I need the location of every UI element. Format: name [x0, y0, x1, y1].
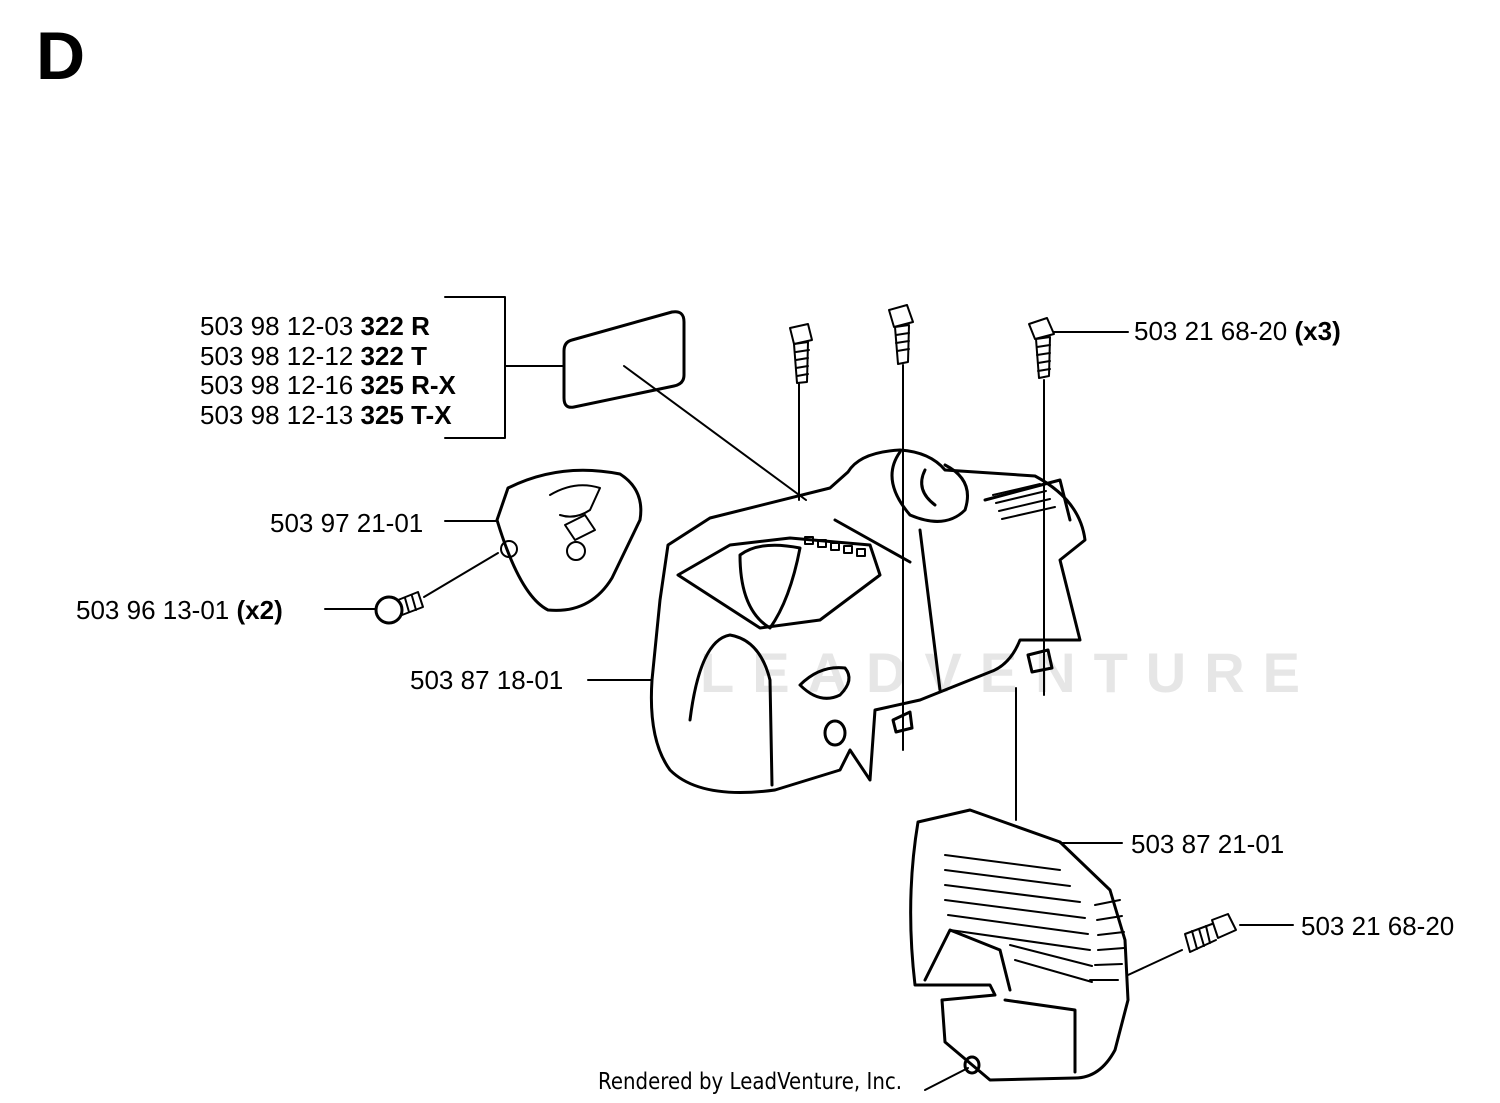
engine-cover-label: 503 87 18-01 — [410, 665, 564, 695]
screw-right[interactable] — [1184, 913, 1237, 953]
engine-cover[interactable] — [649, 448, 1087, 794]
section-letter: D — [36, 18, 86, 94]
fuel-cover[interactable] — [495, 468, 643, 612]
engine-cover-vents — [804, 483, 1056, 557]
screw-right-label: 503 21 68-20 — [1301, 911, 1455, 941]
decal-plate[interactable] — [562, 310, 686, 409]
decal-label-2: 503 98 12-12 322 T — [200, 341, 427, 371]
screw-1[interactable] — [789, 323, 813, 384]
screw-right-leader — [1127, 949, 1183, 976]
cylinder-cover-fins — [944, 854, 1125, 983]
small-screw-leader — [423, 552, 499, 598]
small-screw[interactable] — [374, 591, 424, 625]
screw-top-label: 503 21 68-20 (x3) — [1134, 316, 1341, 346]
decal-leader — [623, 365, 807, 501]
decal-bracket — [444, 296, 565, 439]
decal-label-1: 503 98 12-03 322 R — [200, 311, 430, 341]
fuel-cover-label: 503 97 21-01 — [270, 508, 424, 538]
small-screw-label: 503 96 13-01 (x2) — [76, 595, 283, 625]
decal-label-3: 503 98 12-16 325 R-X — [200, 370, 456, 400]
credit-leader — [924, 1067, 969, 1091]
decal-label-4: 503 98 12-13 325 T-X — [200, 400, 452, 430]
cylinder-cover[interactable] — [909, 808, 1130, 1082]
watermark: LEADVENTURE — [700, 641, 1319, 704]
screw-3[interactable] — [1028, 317, 1055, 379]
credit-text: Rendered by LeadVenture, Inc. — [598, 1069, 903, 1095]
screw-2[interactable] — [888, 304, 914, 365]
cylinder-cover-label: 503 87 21-01 — [1131, 829, 1285, 859]
